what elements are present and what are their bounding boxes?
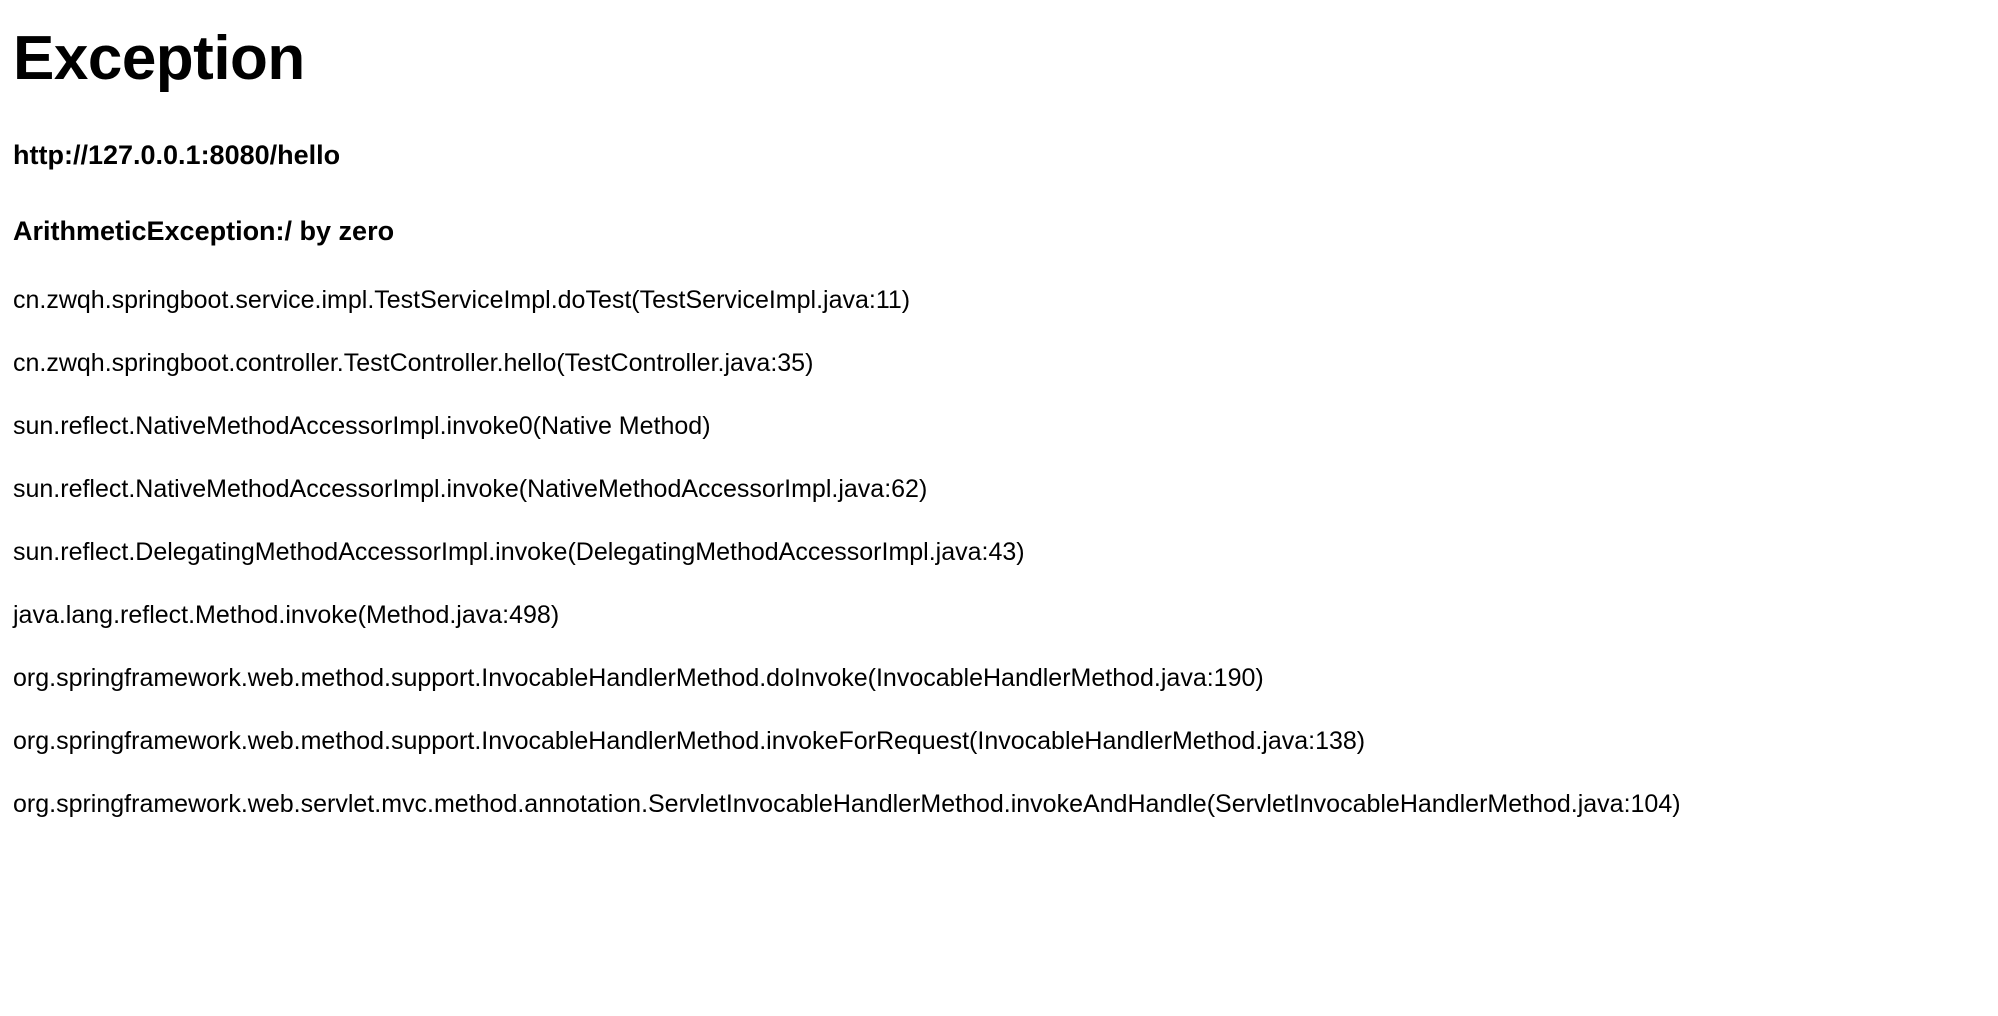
stack-trace-line: org.springframework.web.method.support.I… <box>13 726 1366 755</box>
exception-message: ArithmeticException:/ by zero <box>13 216 395 247</box>
request-url: http://127.0.0.1:8080/hello <box>13 140 341 171</box>
stack-trace-line: cn.zwqh.springboot.service.impl.TestServ… <box>13 285 911 314</box>
stack-trace-line: sun.reflect.NativeMethodAccessorImpl.inv… <box>13 474 928 503</box>
stack-trace-line: org.springframework.web.servlet.mvc.meth… <box>13 789 1681 818</box>
stack-trace-line: org.springframework.web.method.support.I… <box>13 663 1264 692</box>
stacktrace-list: cn.zwqh.springboot.service.impl.TestServ… <box>13 248 1985 852</box>
page-title: Exception <box>13 24 305 93</box>
stack-trace-line: sun.reflect.NativeMethodAccessorImpl.inv… <box>13 411 711 440</box>
stack-trace-line: cn.zwqh.springboot.controller.TestContro… <box>13 348 814 377</box>
stack-trace-line: sun.reflect.DelegatingMethodAccessorImpl… <box>13 537 1025 566</box>
stack-trace-line: java.lang.reflect.Method.invoke(Method.j… <box>13 600 560 629</box>
